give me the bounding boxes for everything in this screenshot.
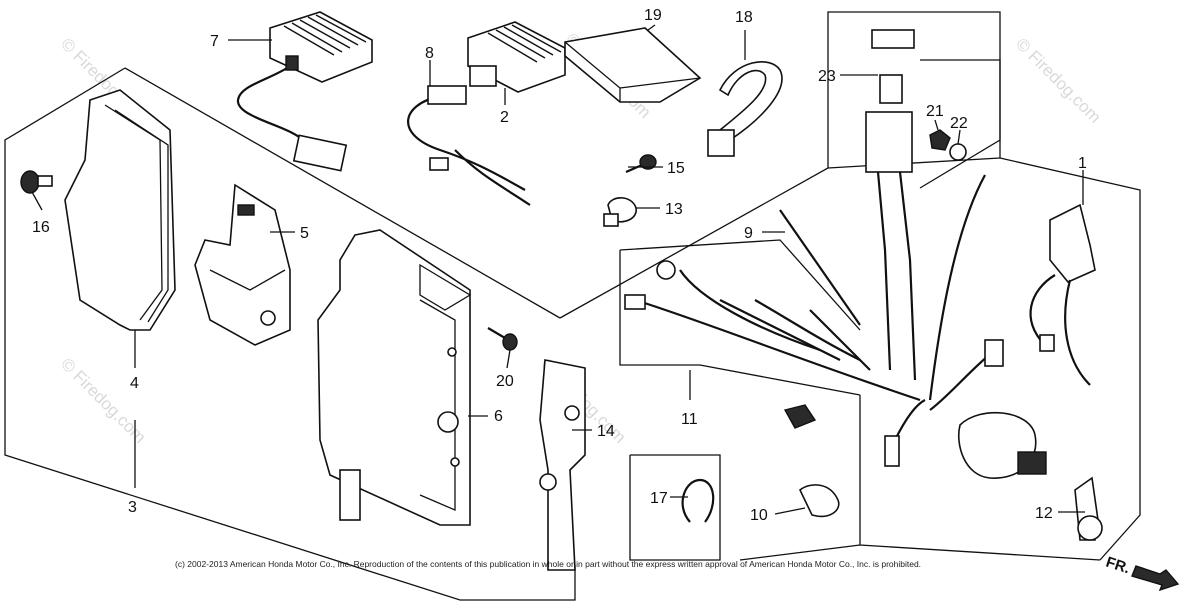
callout-12: 12 — [1035, 505, 1053, 522]
copyright-notice: (c) 2002-2013 American Honda Motor Co., … — [175, 559, 921, 569]
clamp-17 — [681, 478, 715, 523]
callouts: 1 2 3 4 5 6 7 8 9 10 11 12 13 14 15 16 1… — [32, 7, 1087, 524]
switch-1 — [1029, 203, 1096, 386]
box-6 — [317, 229, 472, 526]
callout-1: 1 — [1078, 155, 1087, 172]
nut-21 — [929, 129, 951, 151]
callout-16: 16 — [32, 219, 50, 236]
callout-20: 20 — [496, 373, 514, 390]
bracket-5 — [194, 183, 291, 346]
fuse-holder-23 — [865, 29, 917, 381]
callout-21: 21 — [926, 103, 944, 120]
plate-14 — [539, 359, 586, 571]
bolt-16 — [20, 170, 53, 194]
regulator-7 — [236, 11, 373, 172]
regulator-2 — [407, 21, 566, 206]
callout-14: 14 — [597, 423, 615, 440]
front-direction-arrow: FR. — [1104, 554, 1180, 592]
pad-19 — [564, 27, 702, 103]
callout-4: 4 — [130, 375, 139, 392]
callout-11: 11 — [681, 411, 698, 428]
callout-19: 19 — [644, 7, 662, 24]
key-12 — [1074, 476, 1103, 541]
callout-8: 8 — [425, 45, 434, 62]
clip-13 — [603, 197, 637, 227]
callout-18: 18 — [735, 9, 753, 26]
callout-22: 22 — [950, 115, 968, 132]
callout-5: 5 — [300, 225, 309, 242]
wire-9 — [779, 209, 861, 326]
callout-23: 23 — [818, 68, 836, 85]
callout-15: 15 — [667, 160, 685, 177]
harness-11 — [624, 174, 1047, 479]
direction-label: FR. — [1104, 554, 1132, 578]
group-outlines — [4, 11, 1141, 601]
band-18 — [707, 61, 783, 157]
watermark-3: © Firedog.com — [1012, 34, 1104, 126]
screw-20 — [487, 327, 518, 351]
clip-10 — [799, 484, 840, 518]
leader-lines — [31, 24, 1085, 515]
callout-13: 13 — [665, 201, 683, 218]
callout-3: 3 — [128, 499, 137, 516]
bolt-15 — [625, 154, 657, 174]
callout-2: 2 — [500, 109, 509, 126]
callout-17: 17 — [650, 490, 668, 507]
callout-6: 6 — [494, 408, 503, 425]
callout-7: 7 — [210, 33, 219, 50]
washer-22 — [949, 143, 967, 161]
cover-4 — [64, 89, 176, 331]
callout-9: 9 — [744, 225, 753, 242]
watermark-4: © Firedog.com — [57, 354, 149, 446]
callout-10: 10 — [750, 507, 768, 524]
